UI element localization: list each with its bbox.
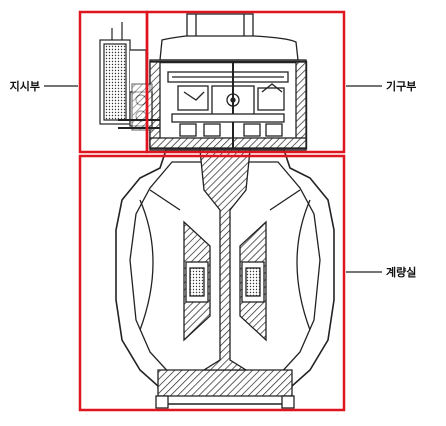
mechanism-label: 기구부 (386, 79, 416, 93)
measuring-chamber-region-frame (78, 154, 346, 412)
mechanism-region-frame (145, 10, 346, 154)
measuring-chamber-label: 계량실 (386, 265, 416, 279)
mechanism-housing-drawing (149, 13, 308, 151)
measuring-chamber-drawing (115, 149, 335, 409)
indicator-label: 지시부 (10, 79, 40, 93)
